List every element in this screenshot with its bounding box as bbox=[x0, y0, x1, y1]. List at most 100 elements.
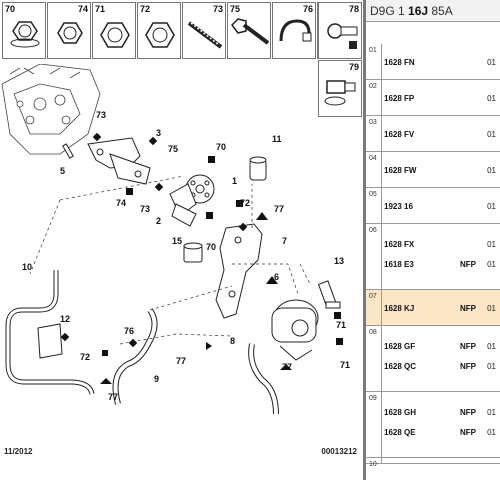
row-number: 01 bbox=[369, 47, 377, 54]
part-line: 1628 FV 01 bbox=[384, 130, 496, 144]
callout-label: 2 bbox=[156, 216, 161, 226]
push-stud-icon bbox=[327, 23, 358, 49]
reference-row[interactable]: 02 1628 FP 01 bbox=[366, 80, 500, 116]
callout-label: 10 bbox=[22, 262, 32, 272]
row-number: 03 bbox=[369, 119, 377, 126]
row-divider bbox=[381, 290, 382, 325]
part-line: 1628 FW 01 bbox=[384, 166, 496, 180]
thumb-number: 74 bbox=[77, 4, 88, 14]
thumb-72[interactable]: 72 bbox=[137, 2, 181, 59]
part-quantity: 01 bbox=[487, 304, 496, 313]
thumb-number: 71 bbox=[95, 4, 106, 14]
part-quantity: 01 bbox=[487, 342, 496, 351]
row-number: 05 bbox=[369, 191, 377, 198]
callout-label: 77 bbox=[274, 204, 284, 214]
part-code: 1628 FW bbox=[384, 166, 417, 175]
reference-row[interactable]: 05 1923 16 01 bbox=[366, 188, 500, 224]
part-code: 1628 FN bbox=[384, 58, 415, 67]
part-code: 1628 FV bbox=[384, 130, 415, 139]
thumb-number: 72 bbox=[140, 4, 151, 14]
callout-label: 71 bbox=[336, 320, 346, 330]
part-quantity: 01 bbox=[487, 428, 496, 437]
callout-label: 71 bbox=[340, 360, 350, 370]
footer-date: 11/2012 bbox=[4, 447, 33, 456]
footer-reference: 00013212 bbox=[321, 447, 357, 456]
callout-label: 7 bbox=[282, 236, 287, 246]
part-quantity: 01 bbox=[487, 166, 496, 175]
part-code: 1923 16 bbox=[384, 202, 413, 211]
part-code: 1628 QE bbox=[384, 428, 416, 437]
callout-label: 73 bbox=[140, 204, 150, 214]
row-number: 08 bbox=[369, 329, 377, 336]
tie-icon bbox=[279, 19, 312, 42]
thumb-number: 76 bbox=[302, 4, 313, 14]
row-number: 07 bbox=[369, 293, 377, 300]
reference-row[interactable]: 10 bbox=[366, 458, 500, 468]
callout-label: 70 bbox=[216, 142, 226, 152]
sensor-13 bbox=[317, 280, 341, 309]
pulley-1 bbox=[169, 174, 215, 227]
nut-hex-icon bbox=[145, 22, 175, 48]
stud-icon bbox=[187, 21, 223, 49]
cap-11 bbox=[249, 156, 267, 181]
callout-label: 1 bbox=[232, 176, 237, 186]
callout-label: 76 bbox=[124, 326, 134, 336]
engine-block bbox=[1, 64, 101, 155]
callout-label: 6 bbox=[274, 272, 279, 282]
thumb-70[interactable]: 70 bbox=[2, 2, 46, 59]
part-line: 1628 FP 01 bbox=[384, 94, 496, 108]
callout-label: 75 bbox=[168, 144, 178, 154]
exploded-diagram: 73 3 75 70 11 5 74 73 2 1 72 77 15 70 7 … bbox=[1, 64, 350, 414]
row-divider bbox=[381, 392, 382, 457]
part-line: 1923 16 01 bbox=[384, 202, 496, 216]
thumb-76[interactable]: 76 bbox=[272, 2, 316, 59]
nut-flanged-icon bbox=[10, 21, 40, 48]
row-divider bbox=[381, 116, 382, 151]
cap-15 bbox=[183, 242, 203, 263]
part-code: 1628 FP bbox=[384, 94, 415, 103]
thumb-78[interactable]: 78 bbox=[318, 2, 362, 59]
part-quantity: 01 bbox=[487, 260, 496, 269]
part-quantity: 01 bbox=[487, 202, 496, 211]
bracket-12 bbox=[37, 323, 63, 359]
callout-label: 12 bbox=[60, 314, 70, 324]
thumb-73[interactable]: 73 bbox=[182, 2, 226, 59]
engine-code-bold: 16J bbox=[408, 4, 429, 18]
callout-label: 11 bbox=[272, 134, 282, 144]
part-quantity: 01 bbox=[487, 130, 496, 139]
row-number: 09 bbox=[369, 395, 377, 402]
part-code: 1618 E3 bbox=[384, 260, 414, 269]
part-quantity: 01 bbox=[487, 58, 496, 67]
part-quantity: 01 bbox=[487, 94, 496, 103]
callout-label: 8 bbox=[230, 336, 235, 346]
reference-row[interactable]: 01 1628 FN 01 bbox=[366, 44, 500, 80]
callout-label: 3 bbox=[156, 128, 161, 138]
part-quantity: 01 bbox=[487, 240, 496, 249]
part-code: 1628 KJ bbox=[384, 304, 415, 313]
thumb-74[interactable]: 74 bbox=[47, 2, 91, 59]
nut-hex-icon bbox=[57, 22, 83, 44]
thumb-number: 70 bbox=[5, 4, 16, 14]
row-divider bbox=[381, 458, 382, 463]
callout-label: 77 bbox=[176, 356, 186, 366]
thumb-75[interactable]: 75 bbox=[227, 2, 271, 59]
thumb-79[interactable]: 79 bbox=[318, 60, 362, 117]
exploded-diagram-panel: 70 74 71 72 73 75 bbox=[1, 2, 362, 456]
reference-row[interactable]: 03 1628 FV 01 bbox=[366, 116, 500, 152]
row-divider bbox=[381, 224, 382, 289]
bracket-7 bbox=[215, 223, 263, 319]
row-number: 06 bbox=[369, 227, 377, 234]
nut-hex-icon bbox=[100, 22, 130, 48]
row-number: 10 bbox=[369, 461, 377, 468]
row-number: 02 bbox=[369, 83, 377, 90]
thumb-71[interactable]: 71 bbox=[92, 2, 136, 59]
